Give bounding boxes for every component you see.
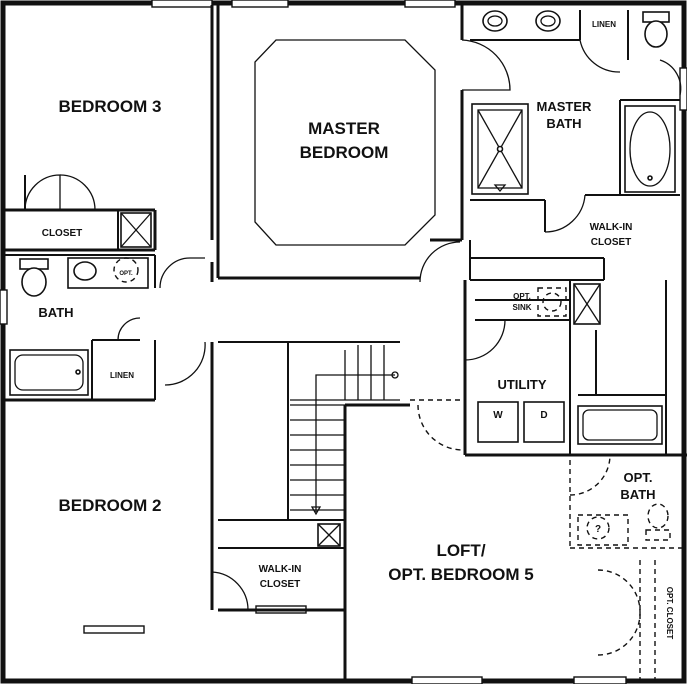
label-bedroom-2: BEDROOM 2 [59, 496, 162, 515]
label-linen-top: LINEN [592, 20, 616, 29]
label-loft-1: LOFT/ [436, 541, 485, 560]
label-closet: CLOSET [42, 228, 83, 239]
label-master-bedroom-2: BEDROOM [300, 143, 389, 162]
label-master-bath-1: MASTER [537, 99, 593, 114]
label-opt-sink-1: OPT. [513, 292, 531, 301]
label-loft-2: OPT. BEDROOM 5 [388, 565, 533, 584]
label-walkin-bottom-2: CLOSET [260, 579, 301, 590]
label-bedroom-3: BEDROOM 3 [59, 97, 162, 116]
label-bath: BATH [38, 305, 73, 320]
label-walkin-top-2: CLOSET [591, 237, 632, 248]
label-opt-sink-2: SINK [512, 303, 531, 312]
label-walkin-top-1: WALK-IN [590, 222, 633, 233]
label-walkin-bottom-1: WALK-IN [259, 564, 302, 575]
tray-ceiling [254, 39, 436, 246]
doors [24, 39, 682, 656]
label-washer: W [493, 410, 503, 421]
interior-walls [5, 5, 687, 681]
label-opt-bath-2: BATH [620, 487, 655, 502]
staircase [290, 345, 400, 547]
label-master-bath-2: BATH [546, 116, 581, 131]
fixtures [9, 10, 676, 546]
label-utility: UTILITY [497, 377, 546, 392]
label-opt-bath-1: OPT. [624, 470, 653, 485]
label-opt-closet: OPT. CLOSET [665, 587, 674, 640]
label-opt-small: OPT. [119, 271, 133, 277]
label-dryer: D [540, 410, 547, 421]
room-labels: BEDROOM 3 MASTER BEDROOM LINEN MASTER BA… [38, 20, 674, 639]
label-opt-toilet-mark: ? [595, 524, 601, 535]
label-linen-mid: LINEN [110, 371, 134, 380]
label-master-bedroom-1: MASTER [308, 119, 380, 138]
